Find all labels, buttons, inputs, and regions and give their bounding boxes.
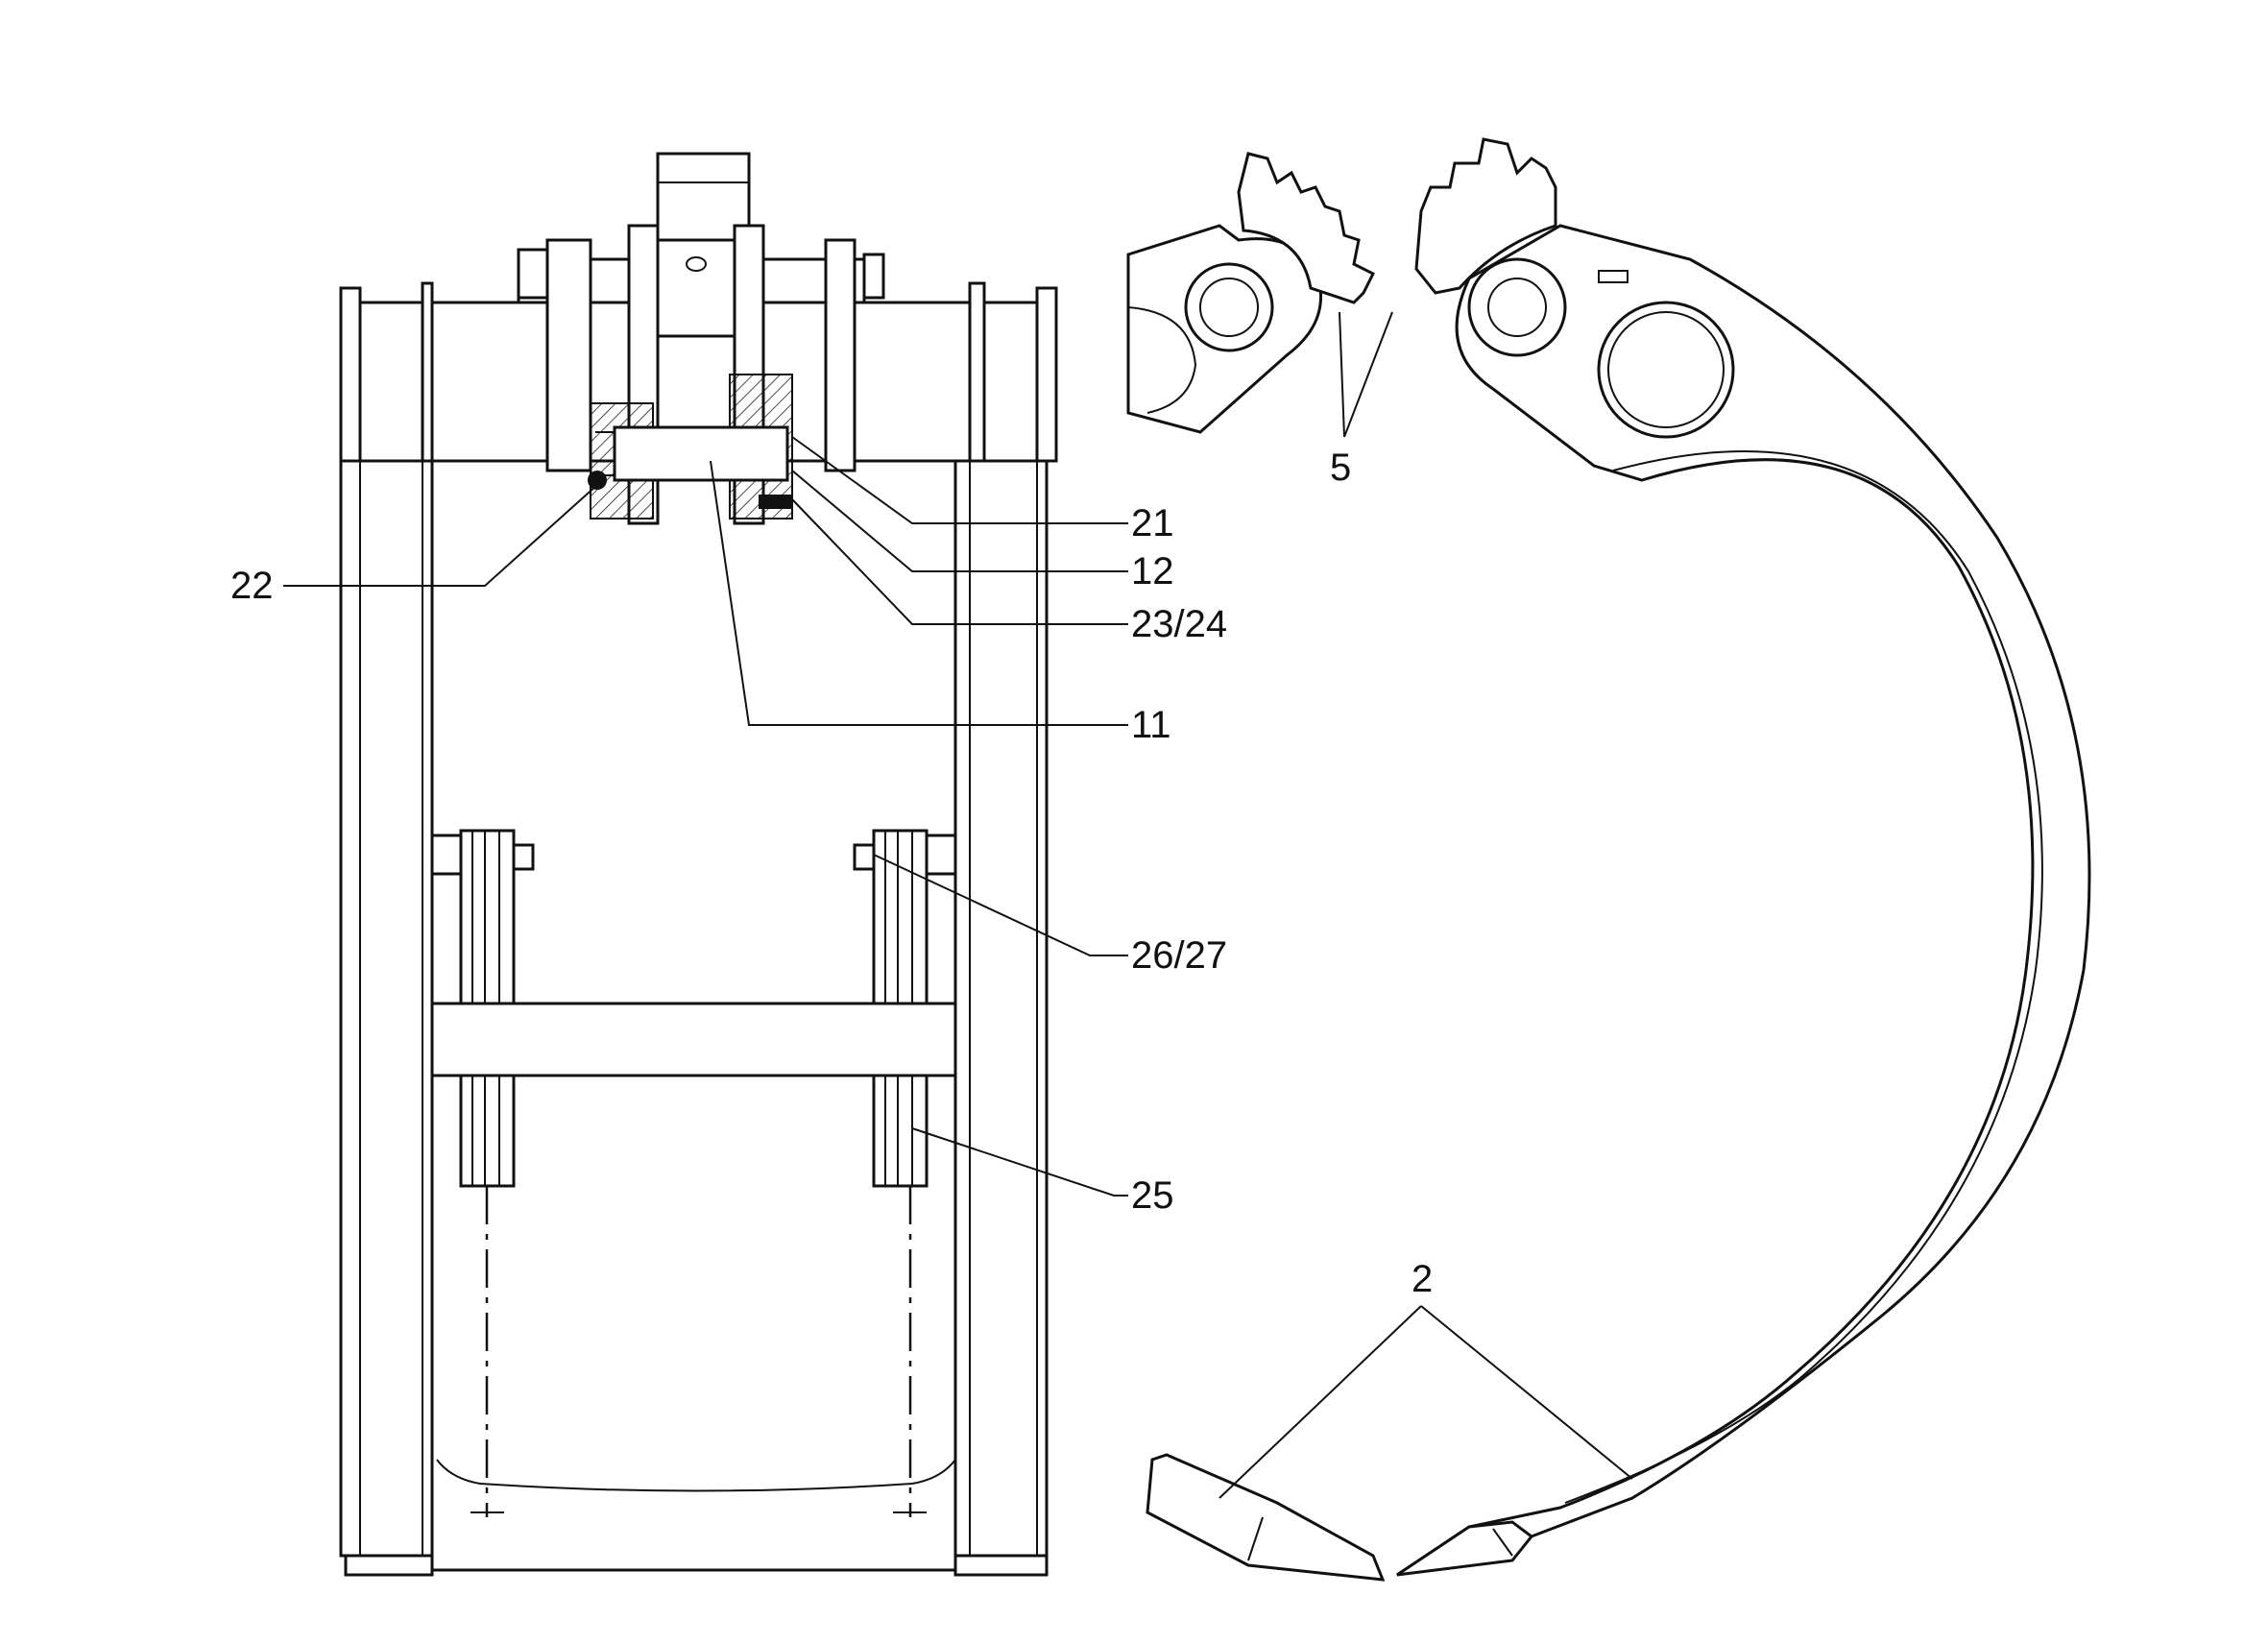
leader-22 xyxy=(283,484,598,587)
left-side-leg xyxy=(339,459,434,1558)
side-view-shank xyxy=(1126,137,2091,1582)
front-view-frame xyxy=(339,152,1058,1577)
leader-5-b xyxy=(1343,311,1393,438)
lower-cross-beam xyxy=(430,1002,957,1077)
leader-2-a xyxy=(1218,1305,1422,1499)
leader-21 xyxy=(791,436,1128,524)
tooth-tip-left xyxy=(1146,1453,1386,1582)
leader-2-b xyxy=(1420,1305,1633,1480)
callout-26-27: 26/27 xyxy=(1131,934,1227,977)
callout-2: 2 xyxy=(1411,1258,1433,1300)
left-spring-pack xyxy=(430,829,535,1188)
callout-12: 12 xyxy=(1131,550,1174,592)
leader-5-a xyxy=(1339,311,1345,438)
leader-lines xyxy=(283,311,1633,1499)
left-hub-flange xyxy=(545,238,592,472)
callout-5: 5 xyxy=(1330,447,1351,489)
right-hub-flange xyxy=(824,238,857,472)
leader-25 xyxy=(911,1127,1128,1197)
leader-12 xyxy=(791,470,1128,572)
upper-mount-hole xyxy=(1597,301,1735,439)
callout-11: 11 xyxy=(1131,704,1171,746)
right-pivot-pin xyxy=(1467,257,1567,357)
leader-11 xyxy=(710,460,1128,726)
callout-labels: 21 12 23/24 11 22 26/27 25 5 2 xyxy=(230,447,1433,1300)
left-pivot-pin xyxy=(1184,262,1274,352)
callout-21: 21 xyxy=(1131,502,1174,544)
right-gear-segment xyxy=(1414,137,1557,295)
leader-23-24 xyxy=(791,498,1128,625)
pin-11 xyxy=(613,425,789,482)
leader-26-27 xyxy=(873,854,1128,956)
callout-25: 25 xyxy=(1131,1174,1174,1217)
callout-23-24: 23/24 xyxy=(1131,603,1227,645)
callout-22: 22 xyxy=(230,565,274,607)
grease-fitting-22 xyxy=(588,471,607,490)
left-gear-segment xyxy=(1237,152,1376,304)
tooth-tip-right xyxy=(1396,1520,1534,1577)
